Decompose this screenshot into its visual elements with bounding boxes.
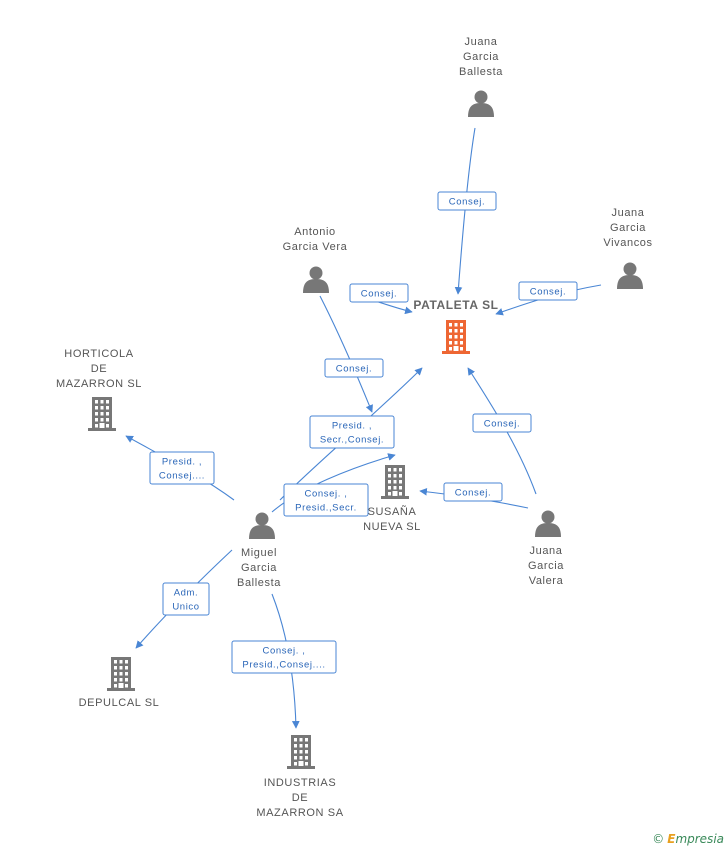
node-label-depulcal: DEPULCAL SL	[79, 697, 160, 709]
relation-label-text: Unico	[172, 602, 199, 613]
relation-label-text: Adm.	[174, 588, 199, 599]
relation-label-text: Presid.,Consej....	[242, 660, 325, 671]
node-susana[interactable]: SUSAÑA NUEVA SL	[363, 465, 421, 533]
relation-label-box[interactable]	[437, 191, 497, 211]
node-label-industrias: DE	[292, 792, 308, 804]
relation-label-box[interactable]	[149, 451, 215, 485]
node-label-industrias: MAZARRON SA	[256, 807, 343, 819]
node-label-miguel: Ballesta	[237, 577, 281, 589]
relation-label-text: Consej.	[530, 287, 566, 298]
building-icon	[287, 735, 315, 769]
node-label-horticola: MAZARRON SL	[56, 378, 142, 390]
node-pataleta[interactable]: PATALETA SL	[413, 298, 498, 354]
brand-name: mpresia	[675, 832, 724, 846]
brand-initial: E	[667, 832, 676, 846]
node-label-juana_ballesta: Garcia	[463, 51, 499, 63]
relation-label[interactable]: Consej.	[437, 191, 497, 211]
relation-label[interactable]: Presid. , Secr.,Consej.	[309, 415, 395, 449]
building-icon	[88, 397, 116, 431]
relation-label[interactable]: Consej.	[349, 283, 409, 303]
node-label-industrias: INDUSTRIAS	[264, 777, 337, 789]
relation-label-text: Consej....	[159, 471, 205, 482]
relation-label[interactable]: Consej.	[472, 413, 532, 433]
node-label-juana_vivancos: Juana	[612, 207, 645, 219]
relation-label[interactable]: Consej. , Presid.,Secr.	[283, 483, 369, 517]
edge-miguel-to-susana	[271, 453, 396, 513]
node-label-juana_valera: Valera	[529, 575, 564, 587]
relation-label[interactable]: Consej. , Presid.,Consej....	[231, 640, 337, 674]
relation-label-box[interactable]	[231, 640, 337, 674]
person-icon	[468, 90, 494, 117]
relation-label[interactable]: Adm. Unico	[162, 582, 210, 616]
person-icon	[617, 262, 643, 289]
relation-label-text: Presid.,Secr.	[295, 503, 357, 514]
building-icon	[381, 465, 409, 499]
person-icon	[535, 510, 561, 537]
relation-label-box[interactable]	[472, 413, 532, 433]
relation-label[interactable]: Consej.	[324, 358, 384, 378]
node-label-pataleta: PATALETA SL	[413, 298, 498, 312]
node-label-antonio: Antonio	[294, 226, 336, 238]
nodes-layer: PATALETA SLJuanaGarciaBallestaJuanaGarci…	[56, 36, 652, 819]
node-label-susana: NUEVA SL	[363, 521, 421, 533]
node-depulcal[interactable]: DEPULCAL SL	[79, 657, 160, 709]
relation-label-box[interactable]	[283, 483, 369, 517]
relation-label[interactable]: Consej.	[443, 482, 503, 502]
node-label-antonio: Garcia Vera	[283, 241, 348, 253]
node-label-juana_valera: Garcia	[528, 560, 564, 572]
node-label-juana_vivancos: Vivancos	[603, 237, 652, 249]
node-label-juana_vivancos: Garcia	[610, 222, 646, 234]
node-label-miguel: Miguel	[241, 547, 277, 559]
node-industrias[interactable]: INDUSTRIAS DE MAZARRON SA	[256, 735, 343, 819]
relation-label-box[interactable]	[349, 283, 409, 303]
building-icon	[107, 657, 135, 691]
relation-labels-layer: Consej. Consej. Consej. Consej. Presid. , Sec…	[149, 191, 578, 674]
relation-label-text: Consej.	[455, 488, 491, 499]
relation-label-text: Consej.	[484, 419, 520, 430]
relation-label-text: Consej.	[336, 364, 372, 375]
node-label-juana_valera: Juana	[530, 545, 563, 557]
person-icon	[303, 266, 329, 293]
relation-label[interactable]: Consej.	[518, 281, 578, 301]
relation-label-box[interactable]	[518, 281, 578, 301]
relation-label-text: Secr.,Consej.	[320, 435, 384, 446]
node-label-horticola: HORTICOLA	[64, 348, 133, 360]
node-label-miguel: Garcia	[241, 562, 277, 574]
person-icon	[249, 512, 275, 539]
relation-label-text: Consej. ,	[305, 489, 348, 500]
relation-label-text: Presid. ,	[332, 421, 372, 432]
relation-label[interactable]: Presid. , Consej....	[149, 451, 215, 485]
relation-label-text: Presid. ,	[162, 457, 202, 468]
node-label-horticola: DE	[91, 363, 107, 375]
relation-label-box[interactable]	[309, 415, 395, 449]
copyright-icon: ©	[652, 832, 665, 846]
node-horticola[interactable]: HORTICOLA DE MAZARRON SL	[56, 348, 142, 431]
brand-watermark[interactable]: ©Empresia	[652, 832, 724, 846]
relation-label-box[interactable]	[162, 582, 210, 616]
relation-label-text: Consej.	[449, 197, 485, 208]
edge-antonio-to-susana	[319, 295, 373, 413]
edge-juana_ballesta-to-pataleta	[454, 127, 476, 295]
node-label-juana_ballesta: Juana	[465, 36, 498, 48]
relation-label-text: Consej.	[361, 289, 397, 300]
relation-label-box[interactable]	[443, 482, 503, 502]
main-company-building-icon	[442, 320, 470, 354]
node-label-juana_ballesta: Ballesta	[459, 66, 503, 78]
relation-label-box[interactable]	[324, 358, 384, 378]
relation-label-text: Consej. ,	[263, 646, 306, 657]
node-label-susana: SUSAÑA	[368, 505, 417, 518]
